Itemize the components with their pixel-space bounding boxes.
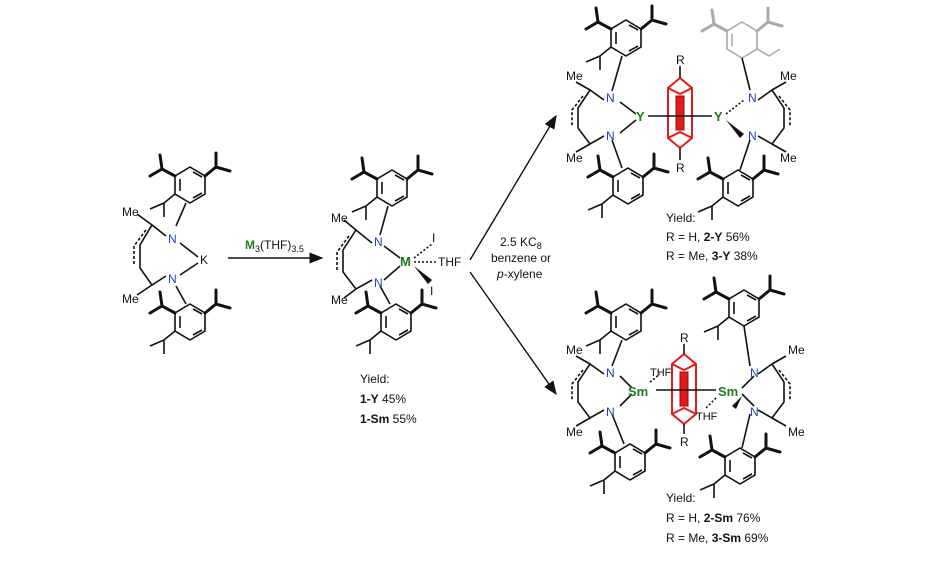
product-yttrium: Me Me Me Me N N N N Y Y R R Yield: R = H… <box>566 4 797 263</box>
thf-label: THF <box>696 411 718 423</box>
thf-label: THF <box>438 255 461 269</box>
n-atom: N <box>750 366 759 380</box>
yield-line: R = Me, 3-Sm 69% <box>666 531 769 545</box>
n-atom: N <box>606 91 615 105</box>
reaction-step-2: 2.5 KC8 benzene or p-xylene <box>469 114 557 396</box>
r-substituent: R <box>680 331 689 345</box>
metal-atom: Y <box>714 109 723 124</box>
me-label: Me <box>122 292 139 306</box>
aryl-bottom-left <box>586 152 670 220</box>
n-atom: N <box>374 235 383 249</box>
aryl-bottom-right <box>698 432 782 500</box>
intermediate-complex: Me Me N N M I I THF Yield: 1-Y 45% 1-Sm … <box>331 154 461 426</box>
metal-atom: Sm <box>718 384 738 399</box>
n-atom: N <box>606 366 615 380</box>
n-atom: N <box>750 405 759 419</box>
potassium-atom: K <box>200 253 208 267</box>
reaction-arrow-down <box>469 271 557 396</box>
iodide-label: I <box>432 231 435 245</box>
yield-line: 1-Y 45% <box>360 392 406 406</box>
yield-title: Yield: <box>360 372 390 386</box>
reagent-label: 2.5 KC8 <box>500 235 542 251</box>
me-label: Me <box>780 151 797 165</box>
me-label: Me <box>780 69 797 83</box>
yield-line: 1-Sm 55% <box>360 412 417 426</box>
reagent-label: M3(THF)3.5 <box>245 238 304 254</box>
starting-ligand-k: Me Me N N K <box>122 151 232 356</box>
aryl-top-right-ghost <box>700 6 784 60</box>
n-atom: N <box>168 232 177 246</box>
metal-atom: M <box>400 254 411 269</box>
r-substituent: R <box>676 53 685 67</box>
me-label: Me <box>566 425 583 439</box>
product-samarium: Me Me Me Me N N N N Sm Sm THF THF R R Yi… <box>566 274 805 545</box>
aryl-top-left <box>584 288 668 356</box>
me-label: Me <box>788 343 805 357</box>
aryl-bottom <box>354 288 438 356</box>
yield-title: Yield: <box>666 491 696 505</box>
yield-line: R = H, 2-Sm 76% <box>666 511 761 525</box>
arene-ring <box>671 344 697 434</box>
solvent-label: benzene or <box>491 251 551 265</box>
iodide-label: I <box>430 284 433 298</box>
n-atom: N <box>748 91 757 105</box>
n-atom: N <box>748 129 757 143</box>
n-atom: N <box>374 276 383 290</box>
me-label: Me <box>331 293 348 307</box>
solvent-label: p-xylene <box>496 267 543 281</box>
arene-ring <box>667 66 693 160</box>
reaction-step-1: M3(THF)3.5 <box>228 238 324 264</box>
metal-atom: Sm <box>628 384 648 399</box>
aryl-bottom-right <box>696 154 780 222</box>
me-label: Me <box>566 151 583 165</box>
me-label: Me <box>331 211 348 225</box>
thf-label: THF <box>650 367 672 379</box>
n-atom: N <box>606 405 615 419</box>
me-label: Me <box>122 205 139 219</box>
aryl-top <box>350 154 434 222</box>
me-label: Me <box>566 343 583 357</box>
n-atom: N <box>168 272 177 286</box>
aryl-bottom-left <box>588 428 672 496</box>
metal-atom: Y <box>636 109 645 124</box>
r-substituent: R <box>676 161 685 175</box>
aryl-top <box>148 151 232 219</box>
r-substituent: R <box>680 435 689 449</box>
reaction-arrow-up <box>469 114 557 261</box>
yield-line: R = Me, 3-Y 38% <box>666 249 758 263</box>
aryl-top-left <box>584 4 668 72</box>
n-atom: N <box>606 129 615 143</box>
aryl-bottom <box>148 288 232 356</box>
me-label: Me <box>566 69 583 83</box>
yield-line: R = H, 2-Y 56% <box>666 230 750 244</box>
yield-title: Yield: <box>666 211 696 225</box>
me-label: Me <box>788 425 805 439</box>
